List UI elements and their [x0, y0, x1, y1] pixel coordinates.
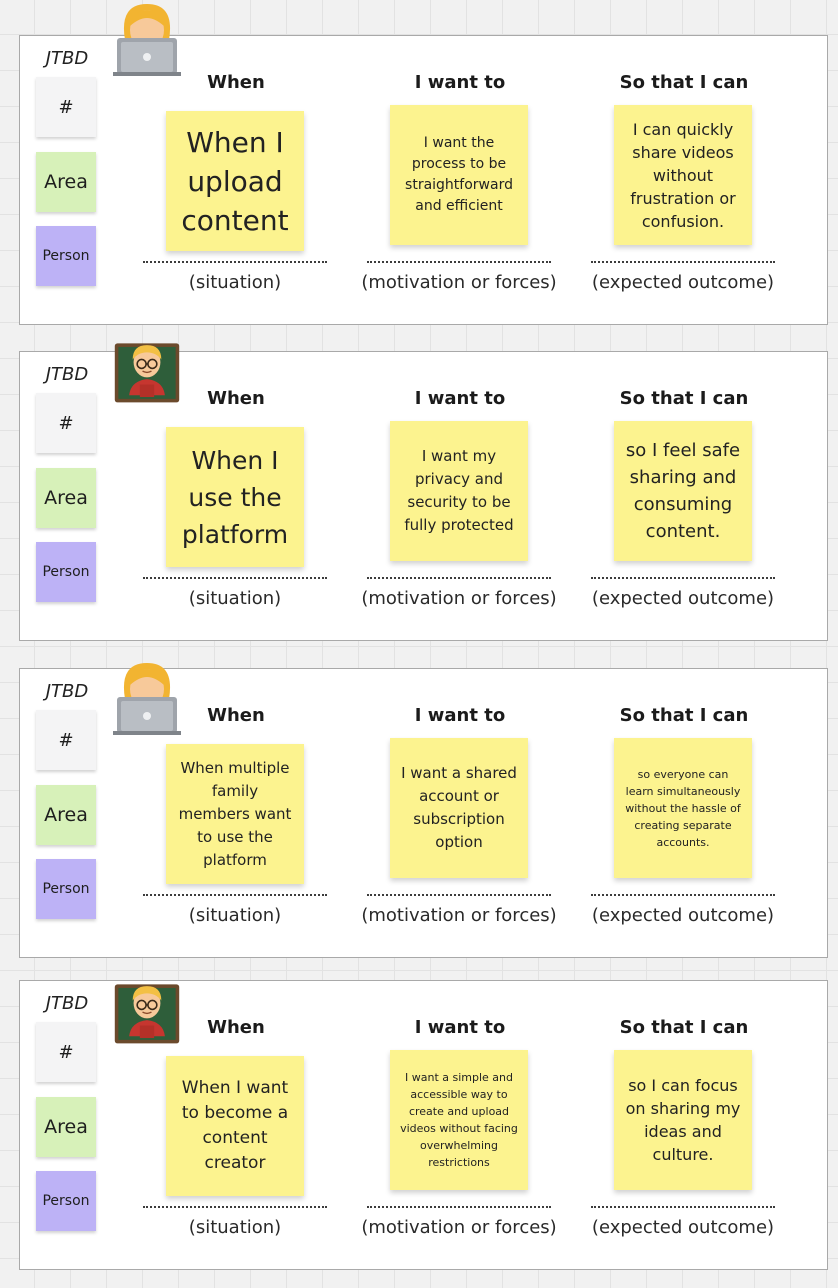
when-sticky[interactable]: When I upload content — [166, 111, 304, 251]
tag-area-sticky[interactable]: Area — [36, 152, 96, 212]
tag-area-sticky[interactable]: Area — [36, 468, 96, 528]
tag-area-sticky[interactable]: Area — [36, 1097, 96, 1157]
tag-person-sticky[interactable]: Person — [36, 859, 96, 919]
jtbd-card-2[interactable]: JTBD # Area Person When I want to So tha… — [19, 351, 828, 641]
outcome-dotted-line — [591, 577, 775, 579]
motivation-dotted-line — [367, 577, 551, 579]
tag-person-sticky[interactable]: Person — [36, 1171, 96, 1231]
tag-number-sticky[interactable]: # — [36, 710, 96, 770]
situation-dotted-line — [143, 577, 327, 579]
situation-caption: (situation) — [188, 272, 282, 293]
situation-caption: (situation) — [188, 905, 282, 926]
tag-number-sticky[interactable]: # — [36, 77, 96, 137]
outcome-dotted-line — [591, 1206, 775, 1208]
jtbd-card-1[interactable]: JTBD # Area Person When I want to So tha… — [19, 35, 828, 325]
situation-caption: (situation) — [188, 1217, 282, 1238]
want-sticky[interactable]: I want my privacy and security to be ful… — [390, 421, 528, 561]
outcome-caption: (expected outcome) — [591, 905, 775, 926]
tag-area-sticky[interactable]: Area — [36, 785, 96, 845]
outcome-caption: (expected outcome) — [591, 1217, 775, 1238]
want-heading: I want to — [414, 72, 506, 93]
jtbd-label: JTBD — [45, 993, 89, 1014]
want-sticky[interactable]: I want a shared account or subscription … — [390, 738, 528, 878]
want-heading: I want to — [414, 388, 506, 409]
jtbd-label: JTBD — [45, 681, 89, 702]
jtbd-label: JTBD — [45, 48, 89, 69]
so-that-sticky[interactable]: so everyone can learn simultaneously wit… — [614, 738, 752, 878]
jtbd-card-3[interactable]: JTBD # Area Person When I want to So tha… — [19, 668, 828, 958]
situation-dotted-line — [143, 894, 327, 896]
when-heading: When — [207, 388, 265, 409]
when-heading: When — [207, 1017, 265, 1038]
situation-dotted-line — [143, 1206, 327, 1208]
when-sticky[interactable]: When I use the platform — [166, 427, 304, 567]
outcome-dotted-line — [591, 261, 775, 263]
when-heading: When — [207, 72, 265, 93]
tag-number-sticky[interactable]: # — [36, 1022, 96, 1082]
want-heading: I want to — [414, 705, 506, 726]
so-that-heading: So that I can — [619, 72, 749, 93]
when-sticky[interactable]: When multiple family members want to use… — [166, 744, 304, 884]
outcome-dotted-line — [591, 894, 775, 896]
motivation-dotted-line — [367, 894, 551, 896]
outcome-caption: (expected outcome) — [591, 272, 775, 293]
tag-person-sticky[interactable]: Person — [36, 542, 96, 602]
so-that-sticky[interactable]: I can quickly share videos without frust… — [614, 105, 752, 245]
want-sticky[interactable]: I want the process to be straightforward… — [390, 105, 528, 245]
motivation-caption: (motivation or forces) — [361, 1217, 557, 1238]
motivation-caption: (motivation or forces) — [361, 272, 557, 293]
so-that-sticky[interactable]: so I can focus on sharing my ideas and c… — [614, 1050, 752, 1190]
situation-dotted-line — [143, 261, 327, 263]
when-heading: When — [207, 705, 265, 726]
motivation-dotted-line — [367, 1206, 551, 1208]
outcome-caption: (expected outcome) — [591, 588, 775, 609]
jtbd-label: JTBD — [45, 364, 89, 385]
so-that-heading: So that I can — [619, 1017, 749, 1038]
want-heading: I want to — [414, 1017, 506, 1038]
so-that-sticky[interactable]: so I feel safe sharing and consuming con… — [614, 421, 752, 561]
motivation-caption: (motivation or forces) — [361, 588, 557, 609]
situation-caption: (situation) — [188, 588, 282, 609]
motivation-caption: (motivation or forces) — [361, 905, 557, 926]
so-that-heading: So that I can — [619, 705, 749, 726]
want-sticky[interactable]: I want a simple and accessible way to cr… — [390, 1050, 528, 1190]
tag-number-sticky[interactable]: # — [36, 393, 96, 453]
woman-technologist-icon[interactable] — [111, 0, 183, 76]
when-sticky[interactable]: When I want to become a content creator — [166, 1056, 304, 1196]
motivation-dotted-line — [367, 261, 551, 263]
jtbd-card-4[interactable]: JTBD # Area Person When I want to So tha… — [19, 980, 828, 1270]
so-that-heading: So that I can — [619, 388, 749, 409]
tag-person-sticky[interactable]: Person — [36, 226, 96, 286]
